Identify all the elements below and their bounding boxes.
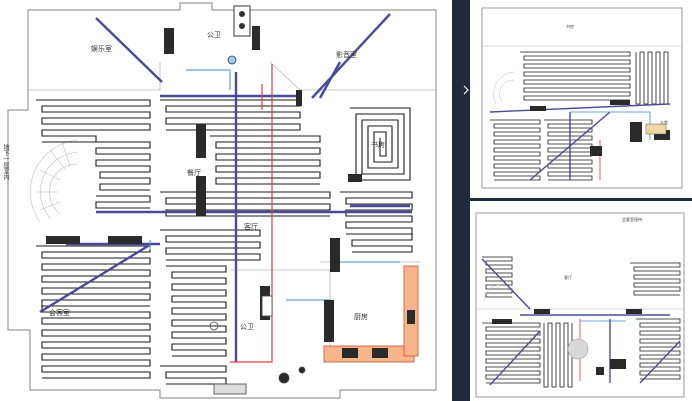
room-label-bath-top: 公卫 (207, 31, 221, 39)
manifold-mid-bar (348, 174, 362, 182)
boiler-top (233, 5, 251, 37)
room-label-hall: 客厅 (244, 223, 258, 231)
room-label-study: 书房 (371, 141, 385, 149)
branch-lines (149, 69, 400, 301)
manifold-center (196, 124, 206, 158)
room-label-entertainment: 娱乐室 (91, 45, 112, 53)
br-room-label-top-right: 会客室接待 (622, 217, 642, 222)
room-label-guest-room: 会客室 (49, 309, 70, 317)
manifold-right (330, 238, 340, 272)
outer-wall (7, 2, 437, 399)
manifold-left-b (108, 236, 142, 244)
main-floor-plan: 娱乐室 公卫 影音室 书房 餐厅 客厅 会客室 公卫 厨房 地下一层室内 (2, 2, 437, 399)
divider-arrow-svg (463, 85, 469, 95)
supply-main-lines (39, 13, 412, 362)
bath-fixtures (209, 295, 306, 395)
manifold-top-left (164, 28, 174, 54)
tr-room-label-lobby: 大堂 (660, 120, 668, 125)
top-right-plan-svg (481, 7, 683, 189)
tr-room-label-top: 书房 (566, 24, 574, 29)
br-room-label-mid: 客厅 (564, 275, 572, 280)
side-label: 地下一层室内 (2, 144, 9, 180)
room-label-restaurant: 餐厅 (187, 169, 201, 177)
panel-separator (470, 198, 692, 201)
main-plan-svg (7, 2, 437, 399)
manifold-center-lower (196, 176, 206, 216)
manifold-left-a (46, 236, 80, 244)
floor-heating-loops (36, 99, 413, 385)
top-right-floor-plan: 书房 大堂 (470, 0, 692, 198)
manifold-top-right (252, 26, 260, 50)
room-label-bath-bottom: 公卫 (240, 323, 254, 331)
boiler-units (227, 5, 251, 65)
return-main-lines (230, 64, 273, 363)
divider-column (452, 0, 470, 401)
bottom-right-plan-svg (475, 212, 685, 398)
kitchen-area (323, 265, 419, 363)
manifold-top-bar (296, 90, 302, 106)
spiral-staircase (30, 139, 79, 223)
manifold-kitchen (324, 300, 334, 342)
bottom-right-floor-plan: 会客室接待 客厅 (470, 201, 692, 401)
room-label-kitchen: 厨房 (354, 313, 368, 321)
room-label-theater: 影音室 (336, 51, 357, 59)
